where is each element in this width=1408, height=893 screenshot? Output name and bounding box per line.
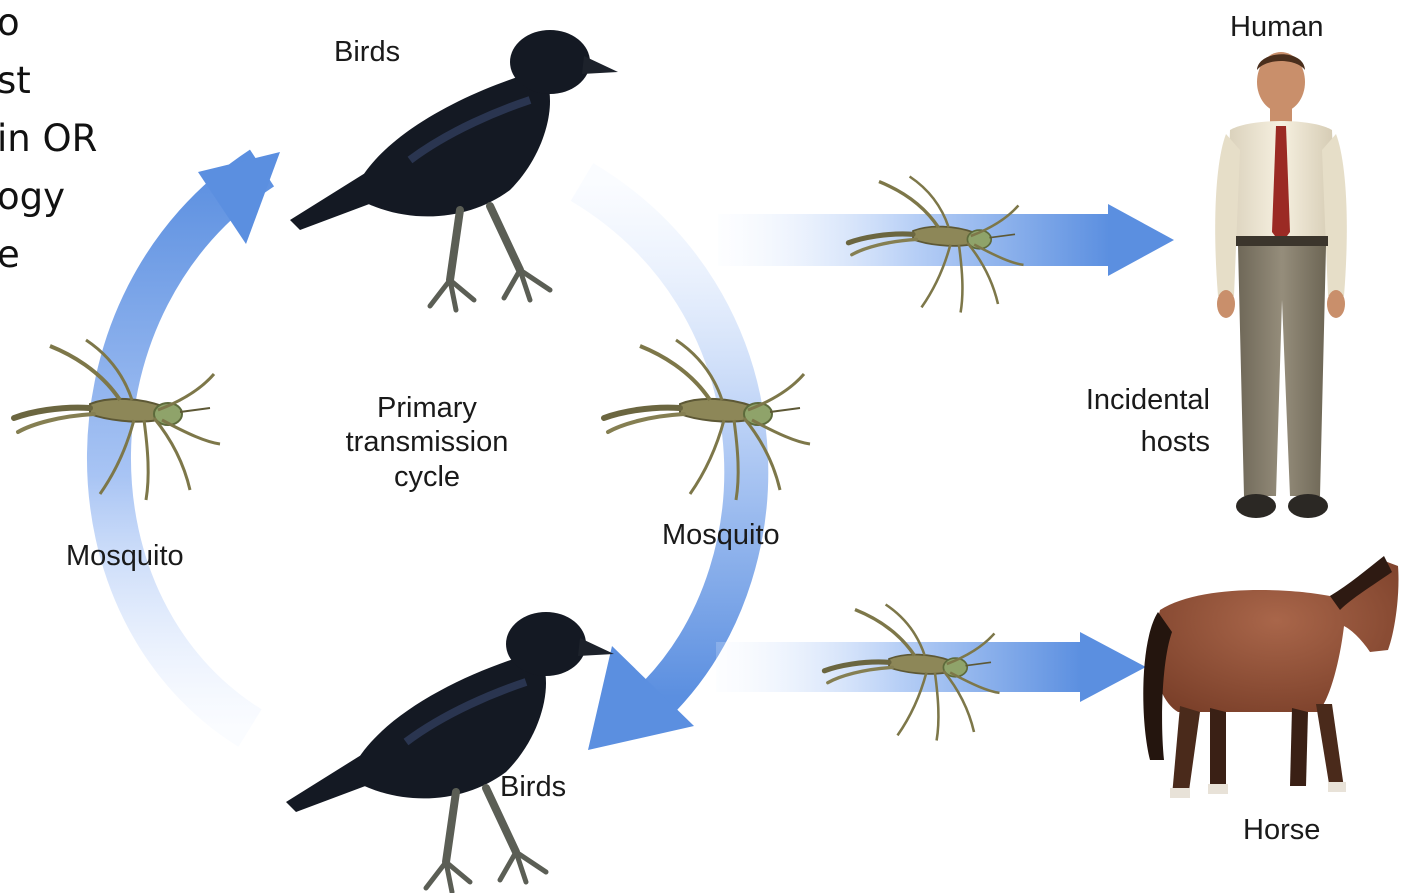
label-incidental-line2: hosts [1070,425,1210,460]
bird-top-icon [290,30,618,310]
arrow-to-horse-head [1080,632,1146,702]
label-mosquito-right: Mosquito [662,518,780,553]
label-cycle-line1: Primary [337,391,517,426]
label-cycle-line3: cycle [337,460,517,495]
horse-figure-icon [1143,556,1398,798]
label-incidental-line1: Incidental [1070,383,1210,418]
label-birds-top: Birds [334,35,400,70]
label-cycle-line2: transmission [327,425,527,460]
label-horse: Horse [1243,813,1320,848]
bird-bottom-icon [286,612,614,892]
label-mosquito-left: Mosquito [66,539,184,574]
label-human: Human [1230,10,1324,45]
cycle-arrow-left [109,168,262,728]
label-birds-bottom: Birds [500,770,566,805]
human-figure-icon [1215,52,1347,518]
arrow-to-human-head [1108,204,1174,276]
